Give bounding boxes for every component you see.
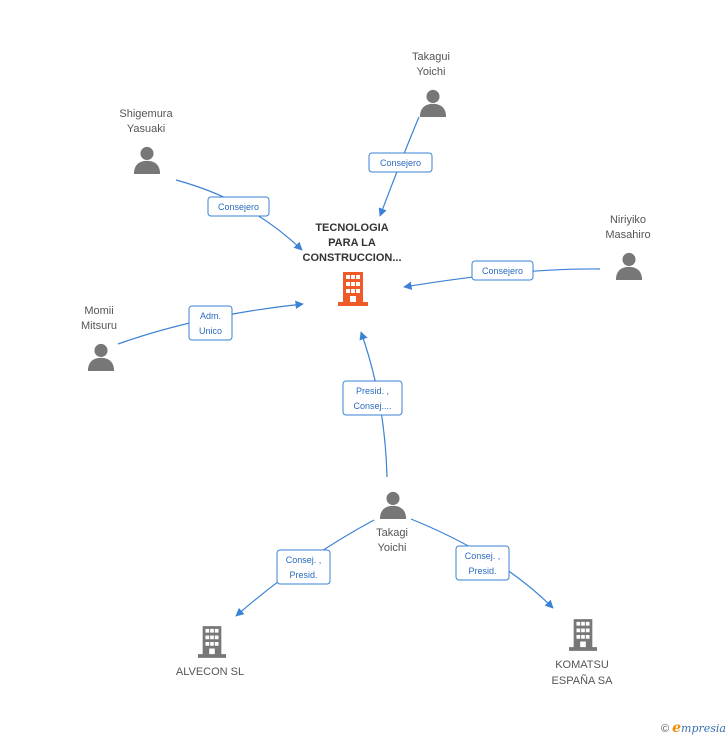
person-label-line2: Mitsuru <box>81 320 117 332</box>
person-label-line2: Masahiro <box>605 229 650 241</box>
person-node-shigemura[interactable]: Shigemura Yasuaki <box>119 108 173 174</box>
edge-alvecon: Consej. , Presid. <box>235 519 375 617</box>
building-icon <box>569 619 597 651</box>
edge-momii: Adm. Unico <box>117 300 304 345</box>
main-company-label-line1: TECNOLOGIA <box>315 222 388 234</box>
edge-shigemura: Consejero <box>175 179 303 251</box>
person-label-line1: Takagi <box>376 527 408 539</box>
edge-label-line2: Consej.... <box>353 401 391 411</box>
edge-takagi: Presid. , Consej.... <box>342 331 403 478</box>
edge-label-line2: Unico <box>199 326 222 336</box>
edge-takagui: Consejero <box>368 116 433 217</box>
edge-label-line1: Adm. <box>200 311 221 321</box>
person-label-line2: Yasuaki <box>127 123 165 135</box>
edge-komatsu: Consej. , Presid. <box>410 518 554 609</box>
edge-label-line2: Presid. <box>289 570 317 580</box>
edge-niriyiko: Consejero <box>403 260 601 290</box>
person-icon <box>379 491 407 519</box>
company-label-line1: KOMATSU <box>555 659 609 671</box>
person-label-line1: Shigemura <box>119 108 173 120</box>
person-node-takagi[interactable]: Takagi Yoichi <box>376 491 408 554</box>
edge-label-box <box>368 152 433 173</box>
copyright-symbol: © <box>661 723 670 735</box>
person-label-line2: Yoichi <box>378 542 407 554</box>
edge-label-box <box>276 549 331 585</box>
person-icon <box>133 146 161 174</box>
edge-label-box <box>471 260 534 281</box>
building-icon <box>338 272 368 306</box>
person-icon <box>419 89 447 117</box>
brand-logo-text: mpresia <box>681 722 726 735</box>
edge-label-box <box>188 305 233 341</box>
company-label-line1: ALVECON SL <box>176 666 244 678</box>
person-label-line1: Momii <box>84 305 113 317</box>
edge-label: Consejero <box>218 202 259 212</box>
edge-label-box <box>342 380 403 416</box>
brand-logo-initial: e <box>672 720 682 736</box>
edge-label-line1: Consej. , <box>286 555 322 565</box>
main-company-node[interactable]: TECNOLOGIA PARA LA CONSTRUCCION... <box>303 222 402 306</box>
building-icon <box>198 626 226 658</box>
main-company-label-line2: PARA LA <box>328 237 376 249</box>
main-company-label-line3: CONSTRUCCION... <box>303 252 402 264</box>
company-node-alvecon[interactable]: ALVECON SL <box>176 626 244 678</box>
person-node-momii[interactable]: Momii Mitsuru <box>81 305 117 371</box>
person-label-line2: Yoichi <box>417 66 446 78</box>
edge-label: Consejero <box>380 158 421 168</box>
person-label-line1: Takagui <box>412 51 450 63</box>
company-label-line2: ESPAÑA SA <box>552 674 614 687</box>
person-node-niriyiko[interactable]: Niriyiko Masahiro <box>605 214 651 280</box>
edge-label-line1: Presid. , <box>356 386 389 396</box>
edge-label-box <box>455 545 510 581</box>
person-icon <box>615 252 643 280</box>
footer-brand: ©empresia <box>661 720 726 736</box>
edge-label-line2: Presid. <box>468 566 496 576</box>
person-node-takagui[interactable]: Takagui Yoichi <box>412 51 450 117</box>
edge-label: Consejero <box>482 266 523 276</box>
person-label-line1: Niriyiko <box>610 214 646 226</box>
person-icon <box>87 343 115 371</box>
edge-label-box <box>207 196 270 217</box>
edge-label-line1: Consej. , <box>465 551 501 561</box>
company-node-komatsu[interactable]: KOMATSU ESPAÑA SA <box>552 619 614 687</box>
